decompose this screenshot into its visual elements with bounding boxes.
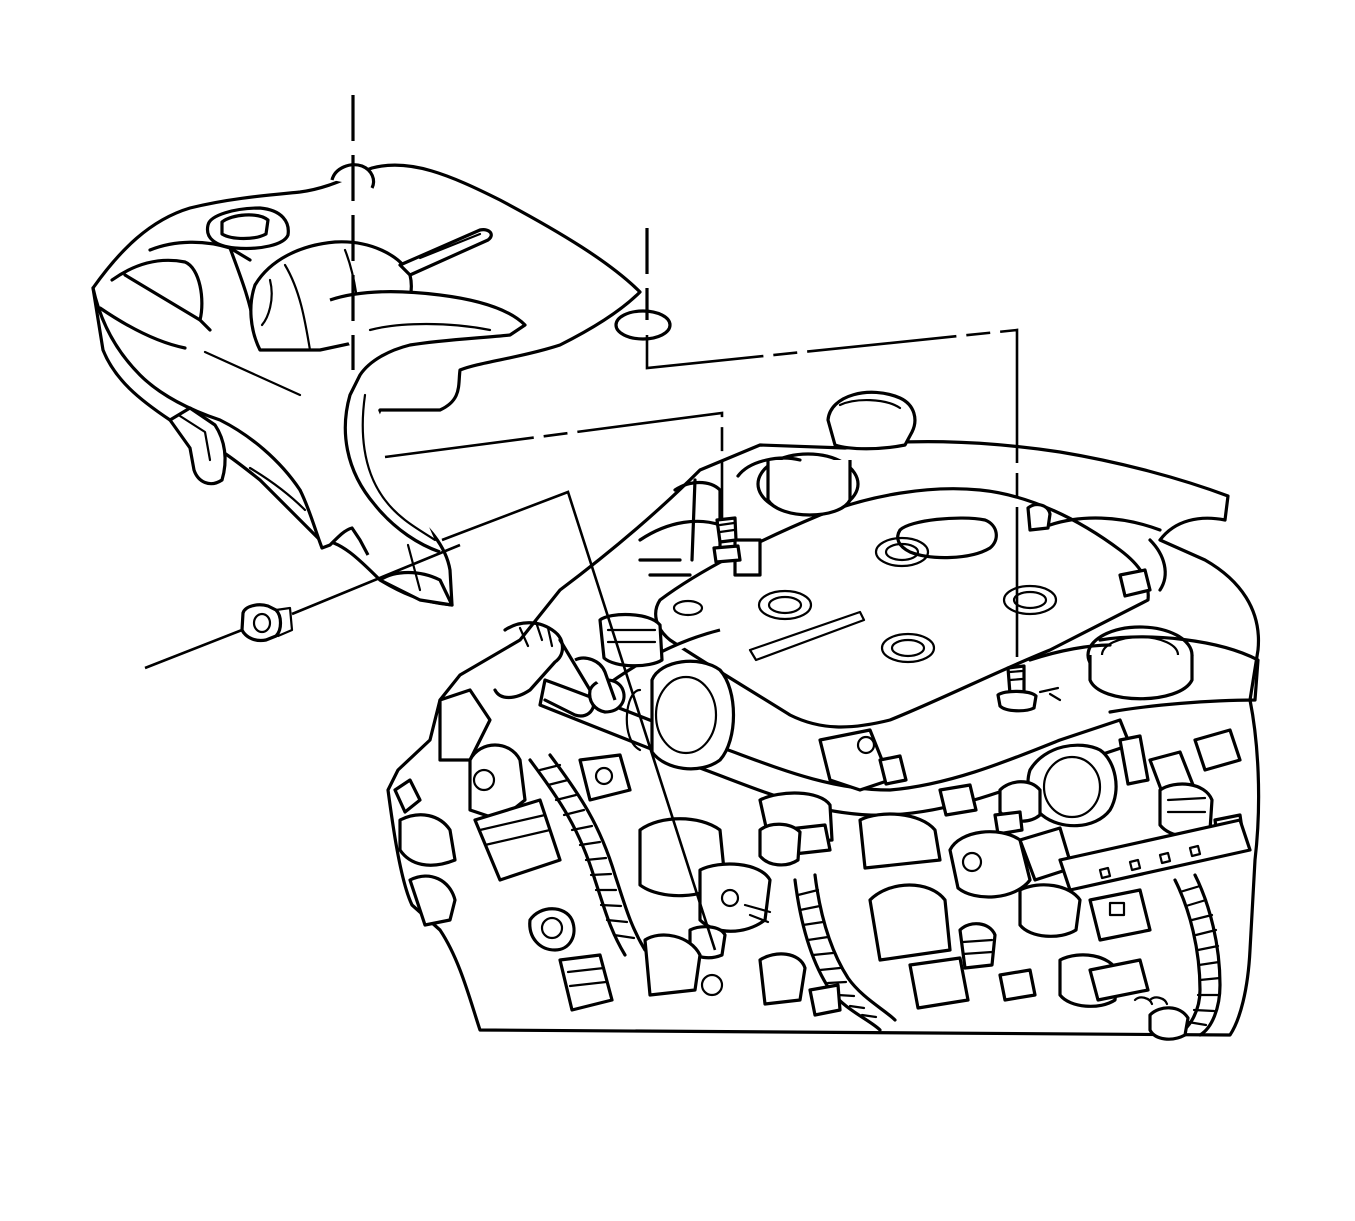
engine-cover [91,163,672,607]
mounting-stud-left [712,516,742,564]
mounting-stud-right [996,664,1038,713]
leader-lines [144,95,1019,951]
cover-nut [240,603,294,643]
engine-assembly [386,390,1261,1041]
